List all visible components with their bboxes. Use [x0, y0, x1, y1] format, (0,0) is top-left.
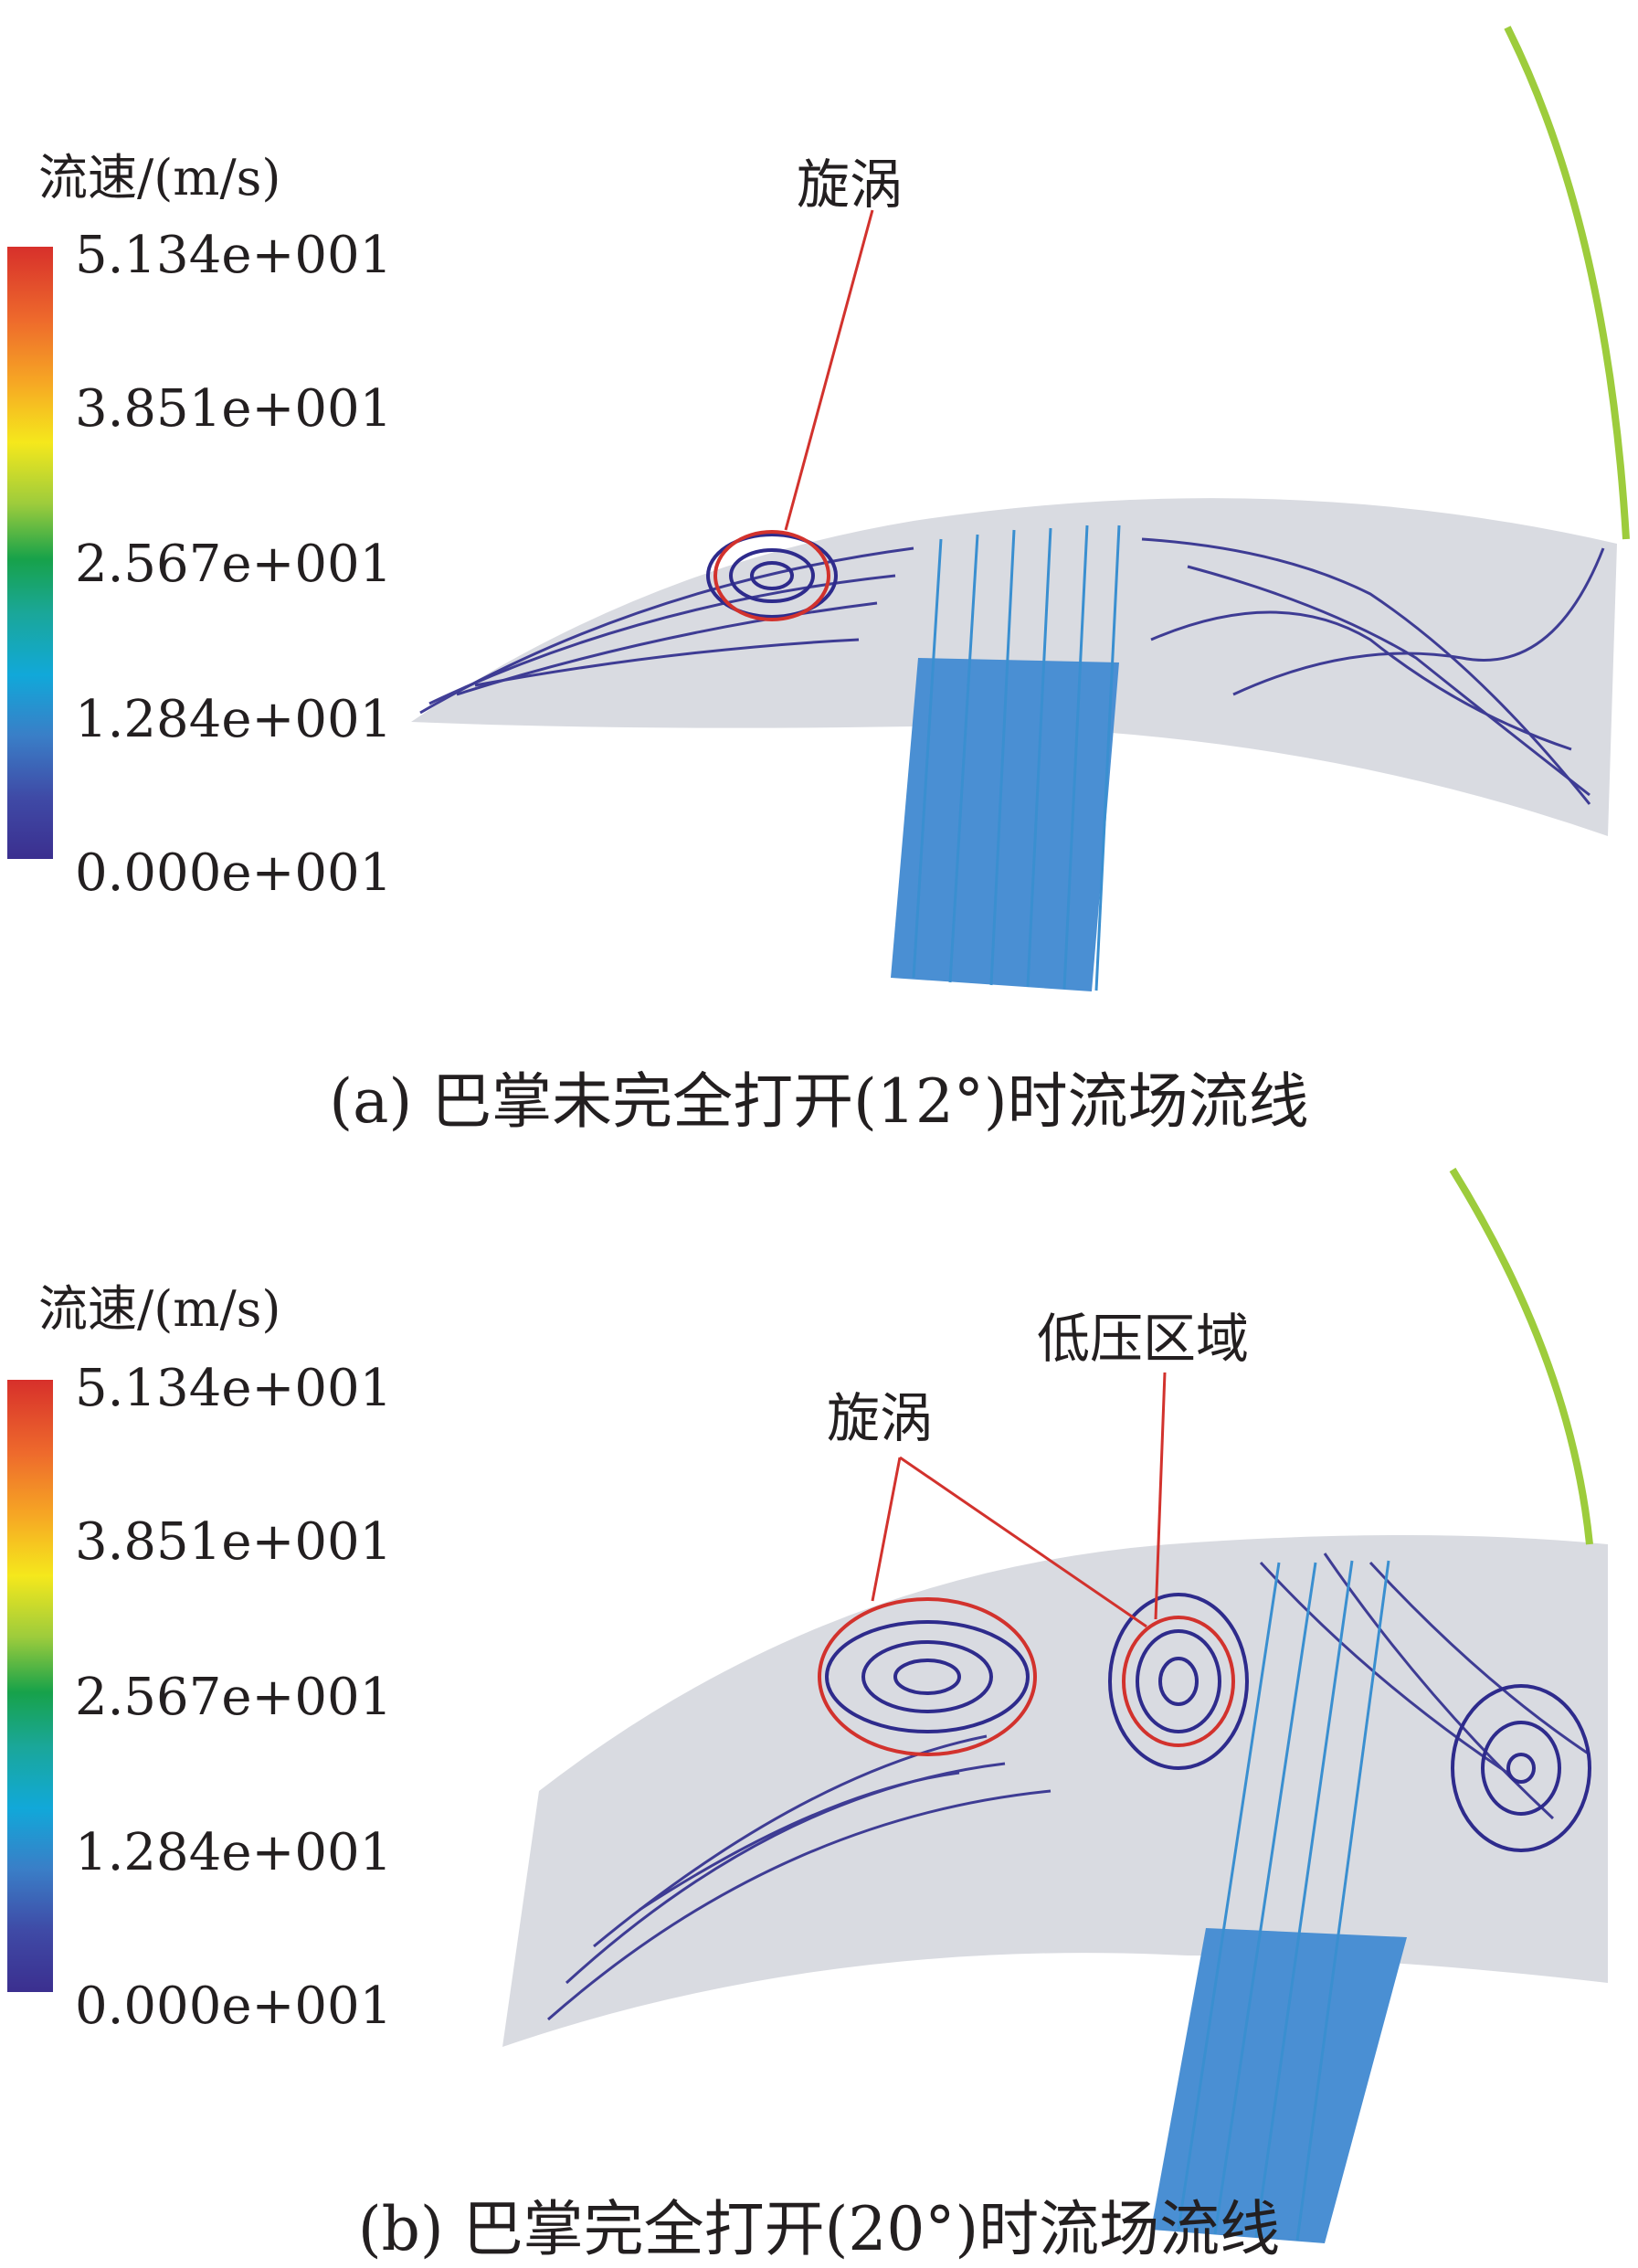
colorbar-tick-min: 0.000e+001	[75, 843, 393, 903]
streamlines-a	[419, 537, 1605, 805]
colorbar-tick-2: 3.851e+001	[75, 379, 393, 439]
streamlines-b	[547, 1553, 1590, 2021]
colorbar-tick-min: 0.000e+001	[75, 1977, 393, 2036]
wall-line-a	[1504, 26, 1630, 540]
vortex-leader-b2	[899, 1456, 1147, 1628]
colorbar	[7, 1380, 53, 1992]
vortex-marker-b2	[1122, 1616, 1235, 1747]
colorbar-tick-max: 5.134e+001	[75, 226, 393, 285]
streamlines-pipe-a	[912, 525, 1121, 991]
colorbar-tick-2: 3.851e+001	[75, 1512, 393, 1572]
vortex-label-a: 旋涡	[797, 154, 904, 216]
flow-domain-b	[502, 1535, 1608, 2047]
colorbar-tick-4: 1.284e+001	[75, 1823, 393, 1882]
vortex-leader-b1	[871, 1457, 902, 1602]
flow-field-a	[411, 26, 1630, 991]
vortex-leader-a	[784, 209, 874, 531]
vortex-marker-b1	[818, 1597, 1037, 1756]
colorbar-title: 流速/(m/s)	[38, 1280, 281, 1338]
caption-b: (b) 巴掌完全打开(20°)时流场流线	[357, 2194, 1281, 2264]
streamlines-pipe-b	[1177, 1560, 1390, 2242]
colorbar-tick-3: 2.567e+001	[75, 1668, 393, 1727]
vortex-cores-b	[825, 1593, 1591, 1852]
panel-a: 流速/(m/s) 5.134e+001 3.851e+001 2.567e+00…	[0, 0, 1638, 1137]
lowpressure-leader-b	[1154, 1372, 1167, 1620]
outlet-pipe-a	[891, 658, 1119, 991]
vortex-marker-a	[713, 530, 830, 621]
colorbar-title: 流速/(m/s)	[38, 149, 281, 207]
vortex-label-b: 旋涡	[827, 1387, 934, 1449]
colorbar-tick-4: 1.284e+001	[75, 690, 393, 749]
colorbar-tick-max: 5.134e+001	[75, 1359, 393, 1418]
low-pressure-label-b: 低压区域	[1037, 1308, 1250, 1370]
colorbar	[7, 247, 53, 859]
colorbar-tick-3: 2.567e+001	[75, 535, 393, 594]
outlet-pipe-b	[1151, 1928, 1407, 2243]
caption-a: (a) 巴掌未完全打开(12°)时流场流线	[329, 1066, 1309, 1137]
wall-line-b	[1449, 1167, 1593, 1545]
panel-b: 流速/(m/s) 5.134e+001 3.851e+001 2.567e+00…	[0, 1133, 1638, 2264]
vortex-core-a	[706, 533, 838, 619]
flow-field-b	[502, 1167, 1608, 2243]
